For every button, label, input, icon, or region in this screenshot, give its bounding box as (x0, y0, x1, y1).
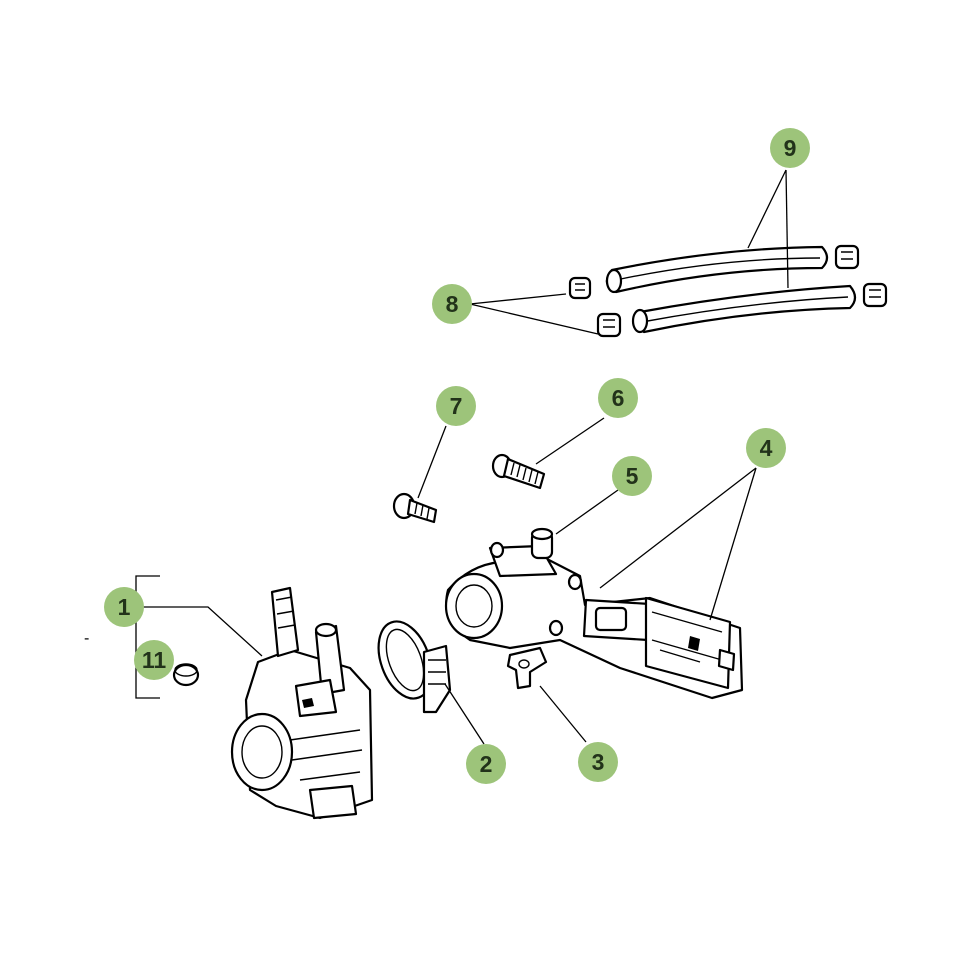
callout-1-label: 1 (117, 593, 131, 620)
retaining-clip-3 (506, 646, 548, 690)
callout-5-label: 5 (625, 462, 639, 489)
callout-7[interactable]: 7 (436, 386, 476, 426)
callout-5[interactable]: 5 (612, 456, 652, 496)
callout-4-label: 4 (759, 434, 773, 461)
intake-manifold (444, 541, 744, 700)
hose-clamp-right-upper (834, 244, 860, 270)
fuel-hose-upper (605, 245, 829, 294)
screw-6 (491, 453, 546, 490)
carburetor (230, 586, 374, 820)
hose-clamp-right-lower (862, 282, 888, 308)
hose-clamp-left-upper (568, 276, 592, 300)
callout-9[interactable]: 9 (770, 128, 810, 168)
group-bracket (135, 575, 160, 699)
callout-9-label: 9 (783, 134, 797, 161)
fuel-hose-lower (631, 284, 857, 334)
callout-7-label: 7 (449, 392, 463, 419)
callout-3-label: 3 (591, 748, 605, 775)
callout-11[interactable]: 11 (134, 640, 174, 680)
callout-2[interactable]: 2 (466, 744, 506, 784)
fuel-nipple-5 (530, 527, 554, 560)
callout-4[interactable]: 4 (746, 428, 786, 468)
cap-11 (172, 663, 200, 687)
callout-8[interactable]: 8 (432, 284, 472, 324)
callout-6-label: 6 (611, 384, 625, 411)
callout-8-label: 8 (445, 290, 459, 317)
callout-2-label: 2 (479, 750, 493, 777)
screw-7 (392, 492, 438, 524)
dash-mark: - (84, 630, 90, 647)
callout-1[interactable]: 1 (104, 587, 144, 627)
clamp-ring-2 (377, 620, 452, 714)
hose-clamp-left-lower (596, 312, 622, 338)
callout-11-label: 11 (141, 646, 167, 673)
leader-lines (140, 169, 789, 745)
callout-3[interactable]: 3 (578, 742, 618, 782)
callout-6[interactable]: 6 (598, 378, 638, 418)
